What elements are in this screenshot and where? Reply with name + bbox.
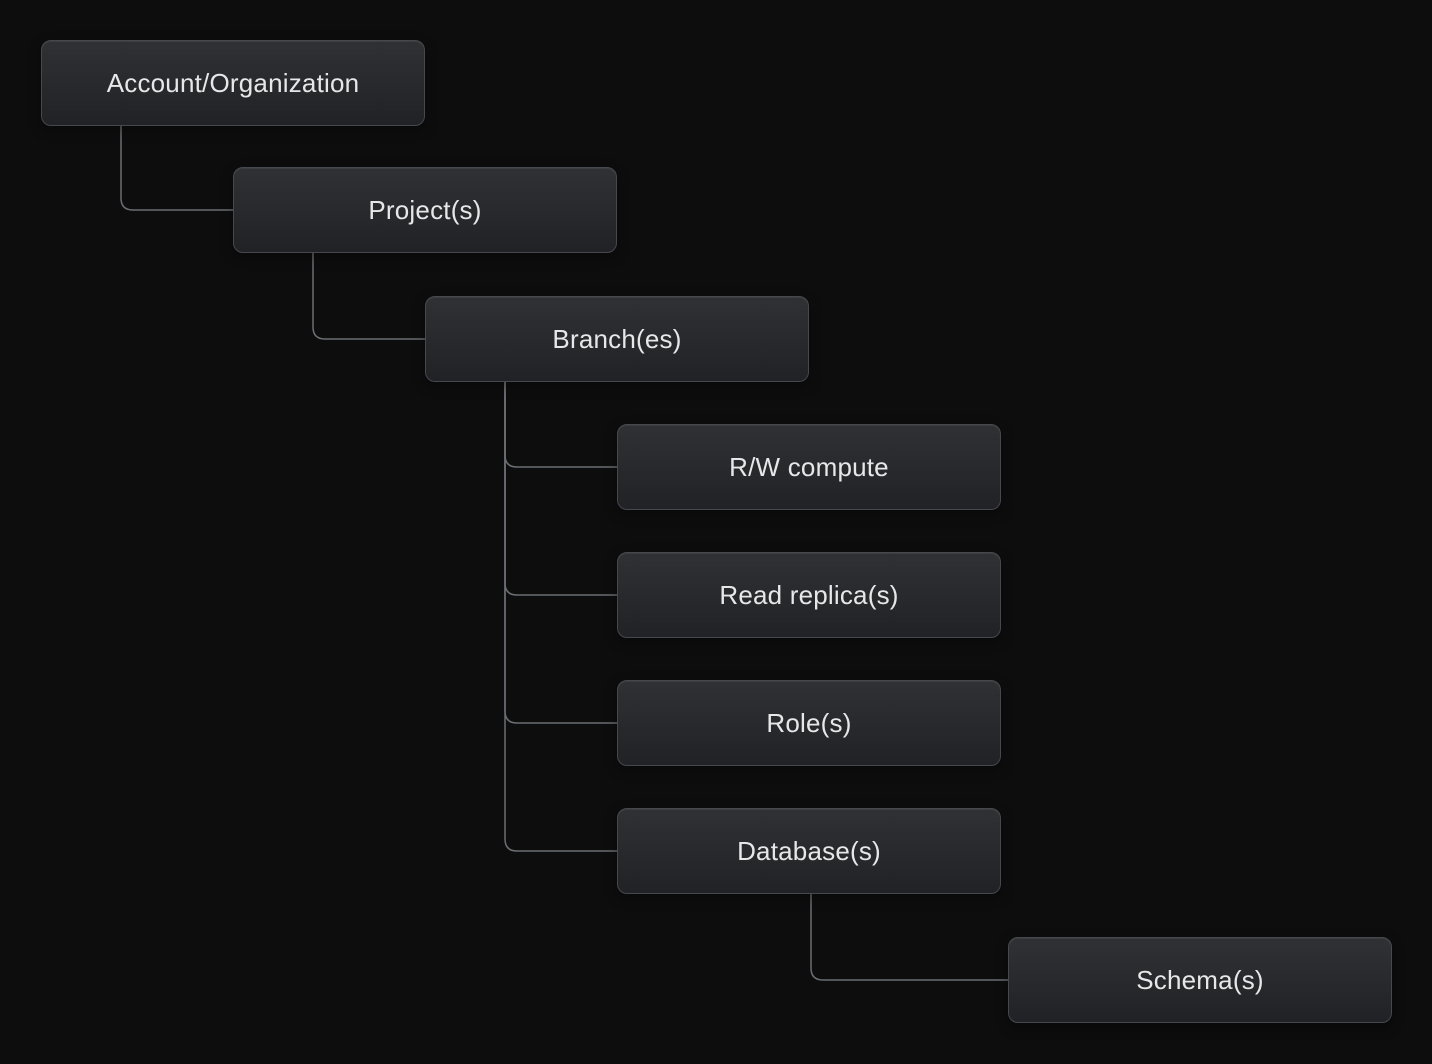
node-label: R/W compute (729, 451, 889, 482)
node-account-organization: Account/Organization (41, 40, 425, 126)
node-label: Account/Organization (106, 67, 360, 98)
edge-branches-to-read-replicas (504, 382, 617, 596)
edge-branches-to-roles (504, 382, 617, 724)
edge-projects-to-branches (312, 253, 425, 340)
edge-account-organization-to-projects (120, 126, 233, 211)
node-rw-compute: R/W compute (617, 424, 1001, 510)
edge-branches-to-databases (504, 382, 617, 852)
node-roles: Role(s) (617, 680, 1001, 766)
node-label: Branch(es) (552, 323, 682, 354)
node-read-replicas: Read replica(s) (617, 552, 1001, 638)
node-label: Role(s) (766, 707, 852, 738)
node-label: Project(s) (368, 194, 482, 225)
edge-databases-to-schemas (810, 894, 1008, 981)
node-label: Read replica(s) (719, 579, 899, 610)
node-label: Schema(s) (1136, 964, 1264, 995)
node-databases: Database(s) (617, 808, 1001, 894)
node-schemas: Schema(s) (1008, 937, 1392, 1023)
edge-branches-to-rw-compute (504, 382, 617, 468)
node-projects: Project(s) (233, 167, 617, 253)
node-branches: Branch(es) (425, 296, 809, 382)
node-label: Database(s) (737, 835, 881, 866)
